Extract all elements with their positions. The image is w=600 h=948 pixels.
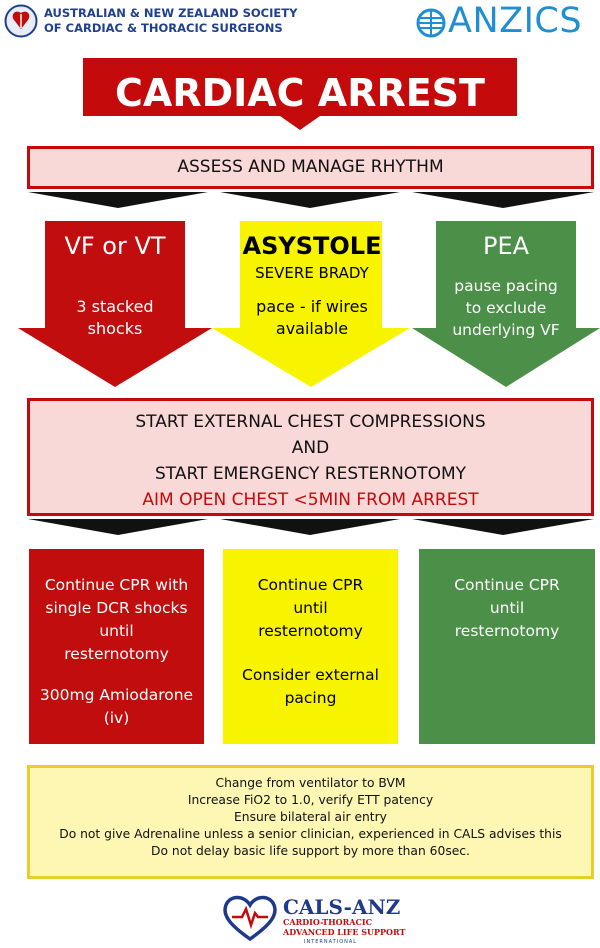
compressions-box: START EXTERNAL CHEST COMPRESSIONS AND ST… bbox=[27, 398, 594, 516]
anzics-globe-icon bbox=[416, 8, 446, 38]
cals-logo-sub-3: INTERNATIONAL bbox=[304, 939, 358, 945]
asystole-title: ASYSTOLE bbox=[242, 232, 382, 260]
separator2-arrow-right bbox=[412, 519, 594, 535]
vf-title: VF or VT bbox=[64, 232, 166, 260]
society-line-1: AUSTRALIAN & NEW ZEALAND SOCIETY bbox=[44, 6, 298, 20]
pea-line-1: pause pacing bbox=[454, 277, 558, 295]
asystole-action-box: Continue CPR until resternotomy Consider… bbox=[223, 549, 398, 744]
separator-arrow-right bbox=[412, 192, 594, 208]
asystole-action-line-3: resternotomy bbox=[258, 622, 363, 640]
anzics-logo-text: ANZICS bbox=[448, 1, 583, 41]
compressions-line-2: AND bbox=[291, 438, 330, 458]
title-banner bbox=[83, 58, 517, 130]
asystole-action-line-1: Continue CPR bbox=[257, 576, 364, 594]
page-title: CARDIAC ARREST bbox=[115, 71, 485, 115]
pea-action-line-3: resternotomy bbox=[454, 622, 560, 640]
cals-heart-icon bbox=[223, 895, 277, 942]
note-5: Do not delay basic life support by more … bbox=[151, 844, 470, 858]
pea-action-box: Continue CPR until resternotomy bbox=[419, 549, 595, 744]
pea-line-2: to exclude bbox=[465, 299, 547, 317]
note-4: Do not give Adrenaline unless a senior c… bbox=[59, 827, 562, 841]
vf-line-1: 3 stacked bbox=[76, 297, 154, 316]
society-name: AUSTRALIAN & NEW ZEALAND SOCIETY OF CARD… bbox=[44, 6, 297, 36]
cals-logo-name: CALS-ANZ bbox=[283, 895, 401, 919]
vf-instruction: 3 stacked shocks bbox=[50, 296, 180, 340]
asystole-action-line-2: until bbox=[293, 599, 328, 617]
society-line-2: OF CARDIAC & THORACIC SURGEONS bbox=[44, 21, 283, 35]
vf-action-box: Continue CPR with single DCR shocks unti… bbox=[29, 549, 204, 744]
note-2: Increase FiO2 to 1.0, verify ETT patency bbox=[187, 793, 434, 807]
separator-arrow-center bbox=[220, 192, 400, 208]
asystole-instruction: pace - if wires available bbox=[242, 296, 382, 340]
vf-action-line-2: single DCR shocks bbox=[45, 599, 188, 617]
pea-line-3: underlying VF bbox=[452, 321, 560, 339]
vf-action-line-1: Continue CPR with bbox=[44, 576, 189, 594]
pea-action-line-2: until bbox=[489, 599, 525, 617]
separator2-arrow-center bbox=[220, 519, 400, 535]
asystole-action-line-4: Consider external bbox=[242, 666, 379, 684]
assess-rhythm-bar: ASSESS AND MANAGE RHYTHM bbox=[27, 146, 594, 189]
pea-title: PEA bbox=[482, 232, 530, 260]
asystole-line-2: available bbox=[275, 319, 349, 338]
vf-action-line-3: until bbox=[99, 622, 134, 640]
compressions-line-3: START EMERGENCY RESTERNOTOMY bbox=[155, 464, 466, 484]
asystole-subtitle: SEVERE BRADY bbox=[255, 264, 369, 282]
vf-action-line-5: 300mg Amiodarone bbox=[39, 686, 194, 704]
note-1: Change from ventilator to BVM bbox=[215, 776, 406, 790]
compressions-target: AIM OPEN CHEST <5MIN FROM ARREST bbox=[142, 490, 479, 510]
separator2-arrow-left bbox=[28, 519, 208, 535]
vf-action-line-4: resternotomy bbox=[64, 645, 169, 663]
pea-instruction: pause pacing to exclude underlying VF bbox=[431, 275, 581, 341]
vf-arrow bbox=[18, 221, 212, 387]
pea-action-line-1: Continue CPR bbox=[454, 576, 560, 594]
separator-arrow-left bbox=[28, 192, 208, 208]
vf-action-line-6: (iv) bbox=[103, 709, 130, 727]
society-crest-icon bbox=[4, 4, 38, 38]
cals-logo-sub-2: ADVANCED LIFE SUPPORT bbox=[283, 927, 406, 937]
asystole-action-line-5: pacing bbox=[284, 689, 337, 707]
vf-line-2: shocks bbox=[87, 319, 143, 338]
notes-box: Change from ventilator to BVM Increase F… bbox=[27, 765, 594, 879]
cals-logo-sub-1: CARDIO-THORACIC bbox=[283, 917, 372, 927]
note-3: Ensure bilateral air entry bbox=[234, 810, 387, 824]
asystole-arrow bbox=[212, 221, 410, 387]
asystole-line-1: pace - if wires bbox=[256, 297, 368, 316]
compressions-line-1: START EXTERNAL CHEST COMPRESSIONS bbox=[135, 412, 486, 432]
pea-arrow bbox=[412, 221, 600, 387]
